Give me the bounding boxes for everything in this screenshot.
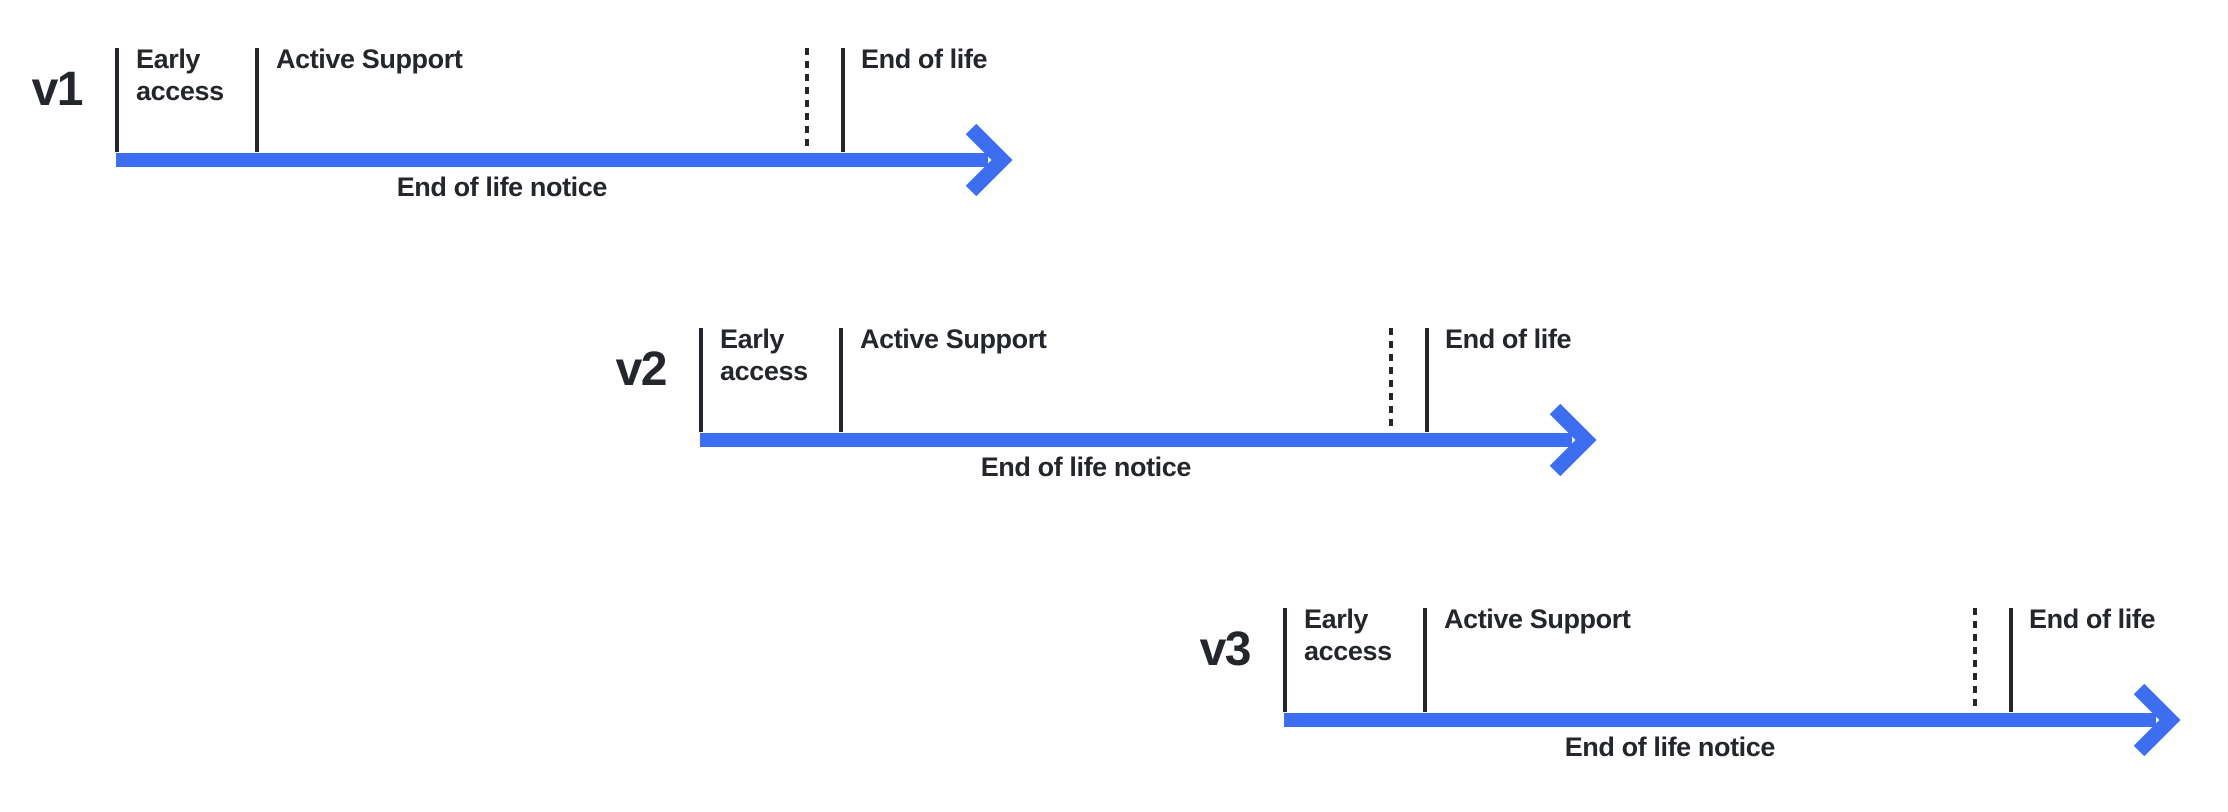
- timeline-row-v3: v3 Early access Active Support End of li…: [1084, 580, 2214, 810]
- version-label: v1: [31, 63, 84, 116]
- end-of-life-notice-label: End of life notice: [1564, 732, 1776, 762]
- active-support-start-tick: [839, 328, 843, 432]
- end-of-life-notice-tick: [1389, 328, 1393, 431]
- end-of-life-notice-tick: [805, 48, 809, 151]
- early-access-label: Early access: [1304, 604, 1392, 666]
- active-support-start-tick: [1423, 608, 1427, 712]
- end-of-life-label: End of life: [861, 44, 988, 74]
- timeline-row-v1: v1 Early access Active Support End of li…: [0, 20, 1046, 250]
- early-access-start-tick: [1283, 608, 1287, 712]
- end-of-life-notice-label: End of life notice: [396, 172, 608, 202]
- end-of-life-label: End of life: [1445, 324, 1572, 354]
- early-access-start-tick: [115, 48, 119, 152]
- version-label: v3: [1199, 623, 1252, 676]
- active-support-label: Active Support: [860, 324, 1047, 354]
- end-of-life-notice-label: End of life notice: [980, 452, 1192, 482]
- version-label: v2: [615, 343, 668, 396]
- end-of-life-label: End of life: [2029, 604, 2156, 634]
- active-support-label: Active Support: [276, 44, 463, 74]
- timeline-arrow: [700, 403, 1597, 477]
- end-of-life-notice-tick: [1973, 608, 1977, 711]
- timeline-arrow: [116, 123, 1013, 197]
- early-access-label: Early access: [136, 44, 224, 106]
- active-support-label: Active Support: [1444, 604, 1631, 634]
- early-access-label: Early access: [720, 324, 808, 386]
- end-of-life-tick: [841, 48, 845, 152]
- active-support-start-tick: [255, 48, 259, 152]
- early-access-start-tick: [699, 328, 703, 432]
- end-of-life-tick: [2009, 608, 2013, 712]
- timeline-arrow: [1284, 683, 2181, 757]
- end-of-life-tick: [1425, 328, 1429, 432]
- timeline-row-v2: v2 Early access Active Support End of li…: [500, 300, 1630, 530]
